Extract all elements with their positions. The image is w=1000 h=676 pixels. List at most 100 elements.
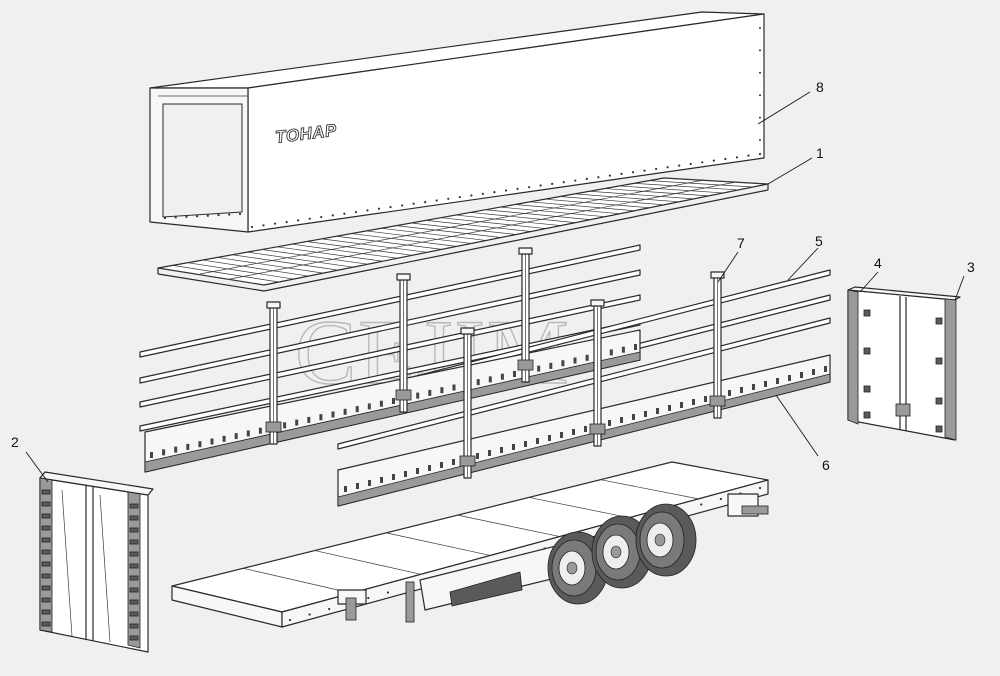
board-slot	[656, 408, 659, 414]
board-slot	[800, 372, 803, 378]
board-slot	[620, 417, 623, 423]
board-slot	[704, 396, 707, 402]
door-hinge	[129, 527, 139, 533]
roof-slat	[485, 209, 591, 220]
door-hinge	[129, 575, 139, 581]
roof-slat	[336, 235, 442, 250]
roof-longitudinal	[229, 181, 737, 280]
board-slot	[537, 365, 541, 372]
cover-stud	[185, 215, 188, 218]
board-slot	[416, 468, 419, 474]
door-hinge	[41, 609, 51, 615]
deck-rivet	[308, 613, 311, 616]
stake-bracket	[517, 359, 534, 371]
door-hinge	[41, 561, 51, 567]
roof-slat	[410, 222, 517, 235]
cover-stud	[620, 172, 623, 176]
roof-slat	[574, 193, 680, 203]
roof-slat	[425, 220, 531, 232]
cover-stud	[562, 181, 565, 184]
board-slot	[609, 349, 613, 356]
cover-stud	[712, 159, 715, 162]
cover-stud	[527, 186, 531, 189]
board-slot	[198, 441, 202, 448]
stake-bracket	[459, 455, 476, 467]
board-slot	[621, 346, 625, 353]
cover-stud	[631, 171, 635, 174]
board-slot	[404, 471, 407, 477]
deck-seam	[243, 567, 352, 594]
board-slot	[476, 379, 480, 386]
board-slot	[162, 449, 166, 456]
board-slot	[764, 381, 767, 387]
cover-stud	[273, 222, 277, 225]
chassis-semitrailer	[171, 461, 769, 628]
board-slot	[380, 477, 383, 483]
cover-stud	[701, 161, 704, 164]
door-hinge	[129, 599, 139, 605]
part-6-side-boards	[144, 329, 831, 507]
cover-stud	[643, 169, 646, 172]
cover-stud	[759, 94, 761, 97]
board-slot	[331, 411, 335, 418]
wall-fixture	[935, 317, 943, 325]
cover-stud	[493, 191, 496, 194]
roof-slat	[217, 257, 324, 274]
cover-stud	[400, 204, 404, 207]
callout-2: 2	[11, 434, 19, 450]
cover-stud	[759, 49, 761, 52]
cover-stud	[678, 164, 681, 167]
board-slot	[246, 430, 250, 437]
door-hinge	[41, 489, 51, 495]
board-slot	[234, 433, 238, 440]
roof-slat	[559, 196, 665, 206]
roof-slat	[440, 217, 546, 229]
cover-stud	[250, 225, 254, 229]
cover-stud	[228, 213, 231, 216]
roof-slat	[187, 262, 294, 280]
deck-rivet	[758, 486, 762, 490]
board-slot	[283, 422, 287, 429]
roof-slat	[649, 180, 754, 188]
board-slot	[536, 438, 539, 444]
wall-fixture	[863, 347, 871, 355]
board-slot	[524, 441, 527, 447]
door-hinge	[41, 513, 51, 519]
door-hinge	[41, 585, 51, 591]
board-slot	[452, 459, 455, 465]
wall-fixture	[935, 357, 943, 365]
cover-stud	[654, 167, 658, 171]
roof-slat	[232, 254, 339, 271]
roof-slat	[470, 212, 576, 223]
stake-cap	[396, 273, 411, 281]
cover-stud	[435, 199, 438, 202]
part-4-front-wall-frame	[847, 286, 961, 441]
cover-stud	[217, 214, 220, 217]
board-slot	[428, 389, 432, 396]
callout-6: 6	[822, 457, 830, 473]
board-slot	[392, 398, 395, 404]
roof-slat	[589, 190, 694, 200]
cover-stud	[262, 224, 265, 227]
board-slot	[500, 373, 504, 380]
wall-lock	[895, 403, 911, 417]
cover-stud	[174, 216, 177, 219]
board-slot	[343, 408, 347, 415]
roof-slat	[455, 214, 561, 226]
door-hinge	[41, 621, 51, 627]
board-slot	[379, 400, 383, 407]
roof-slat	[321, 238, 428, 253]
board-slot	[500, 447, 503, 453]
board-slot	[788, 375, 791, 381]
board-slot	[752, 384, 755, 390]
roof-slat	[262, 249, 368, 265]
cover-stud	[747, 154, 750, 157]
side-rail	[139, 319, 641, 432]
roof-slat	[172, 265, 279, 283]
cover-stud	[574, 179, 577, 182]
cover-stud	[285, 220, 288, 224]
cover-stud	[759, 27, 761, 29]
roof-slat	[396, 225, 502, 238]
stake-bracket	[395, 389, 412, 401]
